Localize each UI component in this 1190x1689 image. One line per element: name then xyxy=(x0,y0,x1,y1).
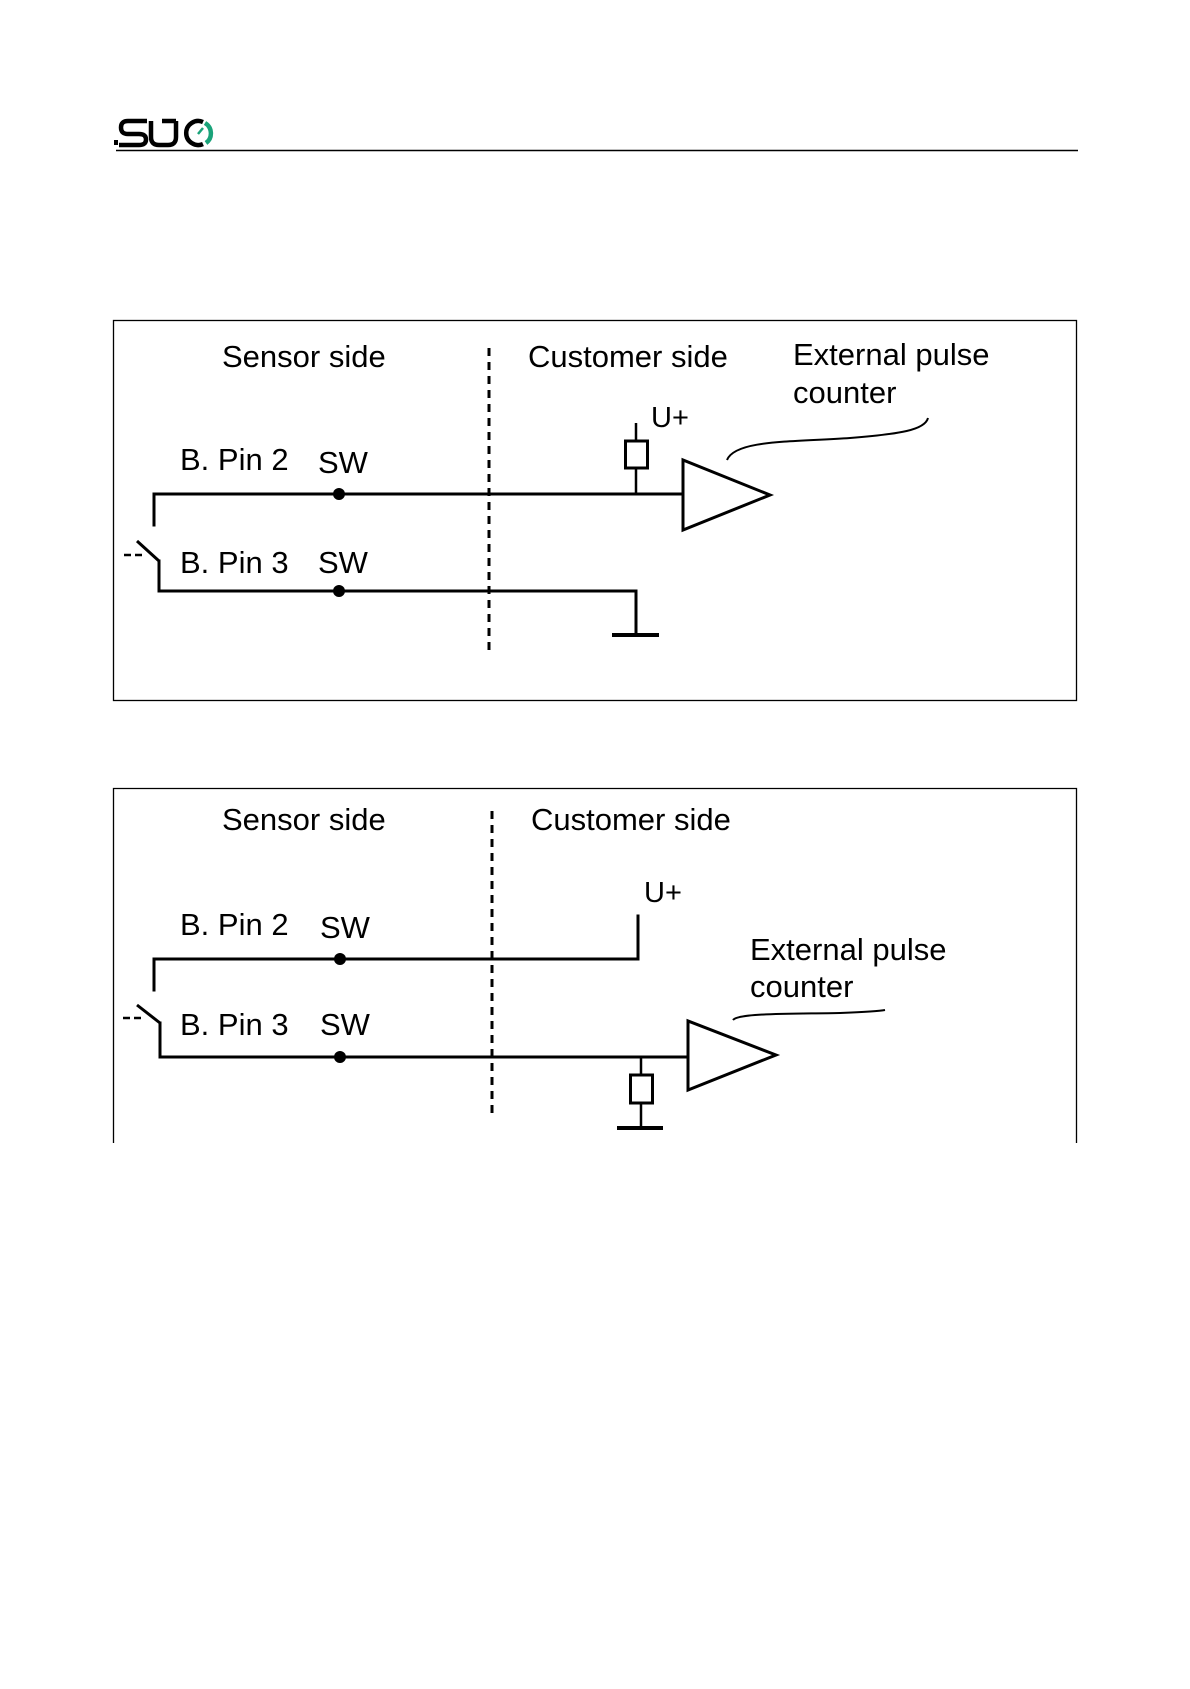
pin3-signal-label: SW xyxy=(318,545,369,580)
customer-side-label: Customer side xyxy=(531,802,731,837)
sensor-side-label: Sensor side xyxy=(222,802,386,837)
logo-letter-o xyxy=(186,121,203,145)
customer-side-label: Customer side xyxy=(528,339,728,374)
wiring-diagram-1: Sensor side Customer side B. Pin 2 SW B.… xyxy=(114,321,1077,701)
pulldown-resistor-icon xyxy=(631,1057,653,1128)
counter-label-line1: External pulse xyxy=(793,337,989,372)
supply-voltage-label: U+ xyxy=(644,877,682,909)
logo-dot xyxy=(114,140,118,145)
counter-label-line2: counter xyxy=(793,375,896,410)
logo-gauge-icon xyxy=(205,123,211,143)
pin3-terminal-dot xyxy=(334,1051,346,1063)
pulse-counter-icon xyxy=(683,460,770,530)
pin2-wire xyxy=(340,916,638,959)
leader-line xyxy=(727,418,928,460)
supply-voltage-label: U+ xyxy=(651,402,689,434)
pin2-label: B. Pin 2 xyxy=(180,907,289,942)
diagram-frame xyxy=(114,321,1077,701)
pin3-terminal-dot xyxy=(333,585,345,597)
pin3-label: B. Pin 3 xyxy=(180,545,289,580)
pin2-terminal-dot xyxy=(333,488,345,500)
pin2-signal-label: SW xyxy=(320,910,371,945)
sensor-side-label: Sensor side xyxy=(222,339,386,374)
counter-label-line2: counter xyxy=(750,969,853,1004)
logo-letter-u xyxy=(151,121,176,145)
wiring-diagram-2: Sensor side Customer side B. Pin 2 SW B.… xyxy=(114,789,1077,1144)
logo-letter-s xyxy=(119,121,147,145)
logo-gauge-needle xyxy=(198,128,203,134)
suto-logo xyxy=(114,121,211,145)
pullup-resistor-icon xyxy=(626,423,648,494)
pin3-label: B. Pin 3 xyxy=(180,1007,289,1042)
pin2-label: B. Pin 2 xyxy=(180,442,289,477)
leader-line xyxy=(733,1010,885,1020)
pin2-terminal-dot xyxy=(334,953,346,965)
pulse-counter-icon xyxy=(688,1021,776,1090)
pin3-signal-label: SW xyxy=(320,1007,371,1042)
counter-label-line1: External pulse xyxy=(750,932,946,967)
pin2-signal-label: SW xyxy=(318,445,369,480)
